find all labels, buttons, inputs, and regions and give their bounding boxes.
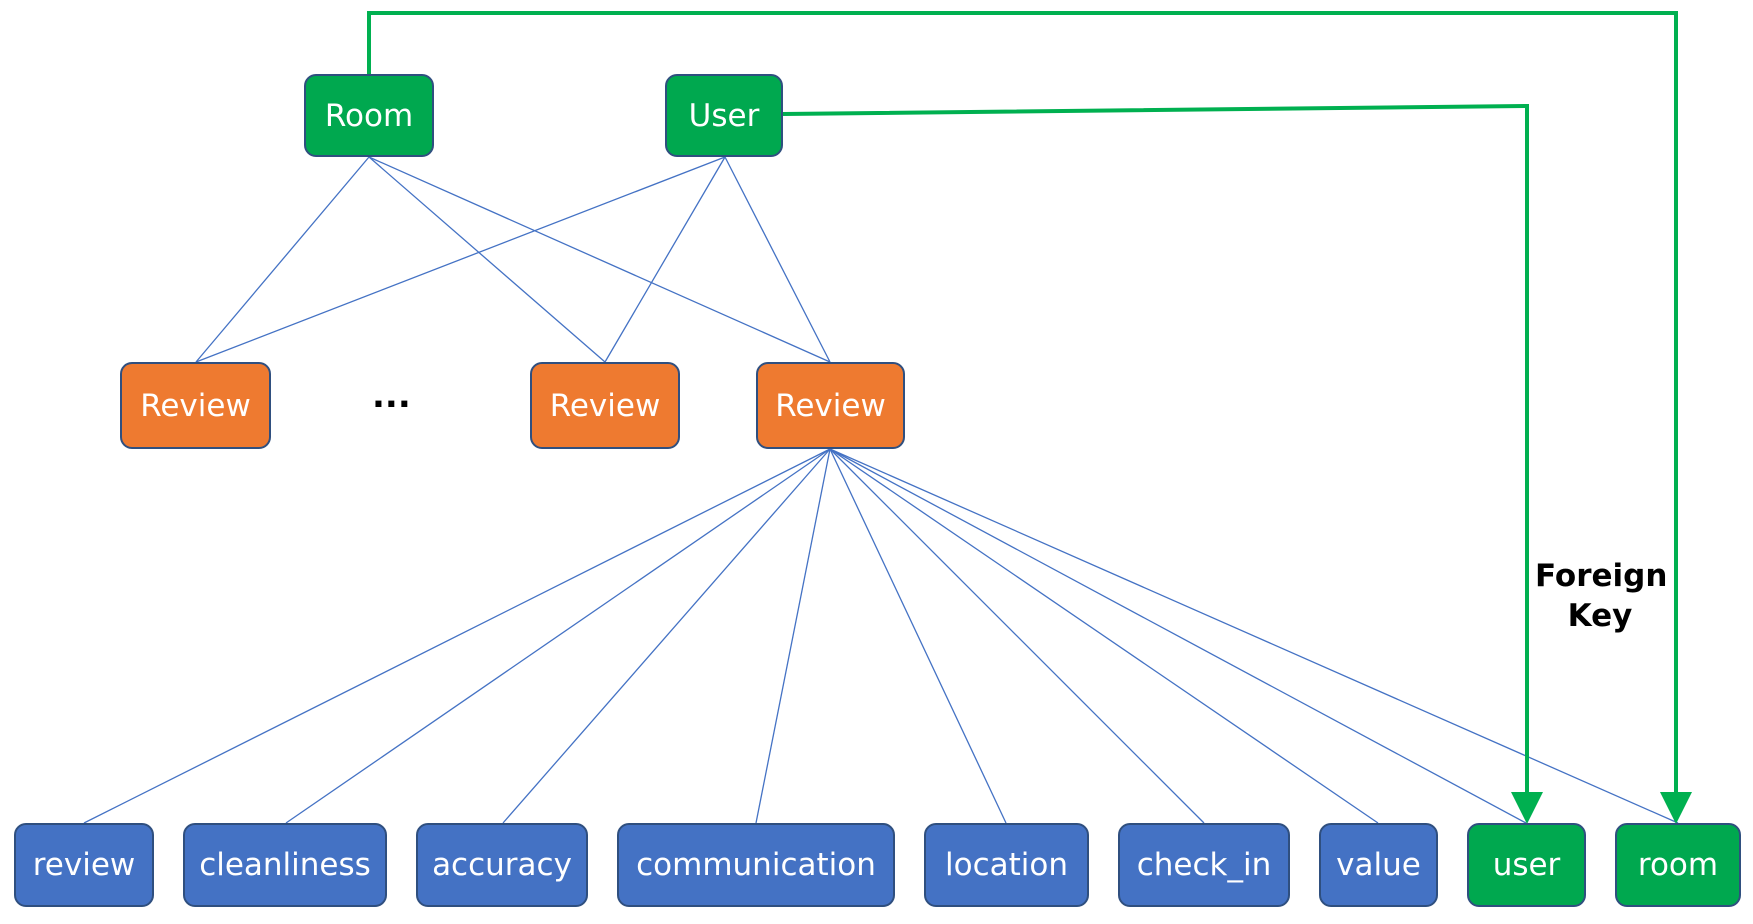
edge-user-review2 [604,156,726,363]
attribute-check-in: check_in [1118,823,1290,907]
review-node-3: Review [756,362,905,449]
edge-review-attr-cleanliness [285,448,831,824]
foreign-key-arrow-user [782,103,1543,824]
attribute-value: value [1319,823,1438,907]
attribute-room-foreign-key: room [1615,823,1741,907]
edge-review-attr-accuracy [502,448,831,824]
edge-review-attr-communication [755,448,831,824]
review-node-1: Review [120,362,271,449]
attribute-user-foreign-key: user [1467,823,1586,907]
review-node-2: Review [530,362,680,449]
edge-user-review3 [724,156,831,363]
edge-room-review3 [368,156,831,363]
foreign-key-label-line1: Foreign [1535,558,1668,594]
attribute-accuracy: accuracy [416,823,588,907]
room-entity-node: Room [304,74,434,157]
edge-review-attr-room [829,448,1679,824]
ellipsis-more-reviews: ... [372,376,411,416]
edge-review-attr-review [83,448,831,824]
attribute-review: review [14,823,154,907]
user-entity-node: User [665,74,783,157]
edge-room-review2 [368,156,606,363]
edge-review-attr-check-in [829,448,1205,824]
edge-review-attr-location [829,448,1007,824]
attribute-cleanliness: cleanliness [183,823,387,907]
foreign-key-label-line2: Key [1567,598,1633,634]
foreign-key-arrow-room [367,11,1692,824]
attribute-location: location [924,823,1089,907]
attribute-communication: communication [617,823,895,907]
edge-user-review1 [195,156,726,363]
foreign-key-label: Foreign Key [1535,556,1668,636]
edge-room-review1 [195,156,370,363]
edge-review-attr-value [829,448,1379,824]
edge-review-attr-user [829,448,1527,824]
